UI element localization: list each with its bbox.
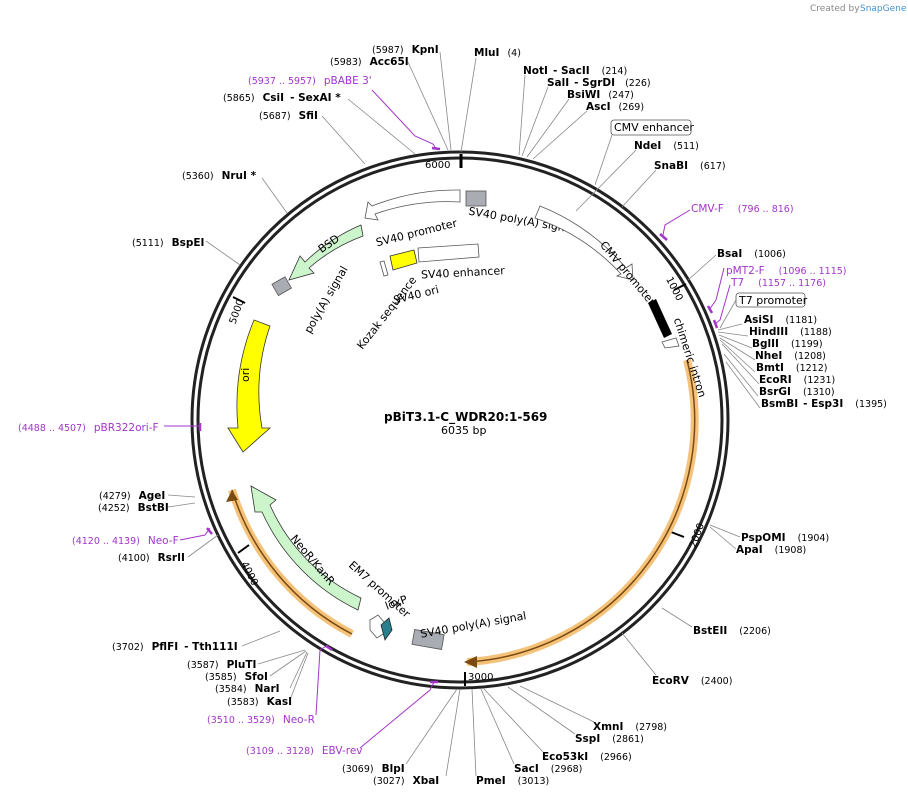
sv40-polya-bottom-label: SV40 poly(A) signal: [419, 609, 527, 640]
tick-label-6000: 6000: [425, 160, 450, 171]
sv40-enhancer-label: SV40 enhancer: [421, 264, 506, 281]
site-agei: (4279)AgeI: [99, 490, 165, 502]
backbone-outer: [190, 150, 730, 690]
site-bstbi: (4252)BstBI: [98, 502, 169, 514]
site-mlui: MluI(4): [474, 47, 521, 59]
site-bspei: (5111)BspEI: [132, 237, 204, 249]
primer-pbabe3: (5937 .. 5957)pBABE 3': [248, 75, 372, 87]
credit-brand: SnapGene: [860, 4, 907, 14]
site-ecori: EcoRI(1231): [759, 374, 835, 386]
site-bsmbi: BsmBI- Esp3I(1395): [761, 398, 887, 410]
plasmid-name: pBiT3.1-C_WDR20:1-569: [384, 410, 547, 425]
neo-arc: [231, 489, 353, 635]
kozak-feature: [379, 260, 389, 277]
bsd-feature: [288, 224, 364, 281]
plasmid-length: 6035 bp: [441, 424, 486, 437]
site-sspi: SspI(2861): [575, 733, 644, 745]
chimeric-intron-small: [661, 337, 680, 349]
credit-created-by: Created by: [810, 4, 860, 14]
sv40-promoter-label: SV40 promoter: [375, 216, 459, 249]
site-snabi: SnaBI(617): [654, 160, 726, 172]
site-hindiii: HindIII(1188): [749, 326, 832, 338]
site-saci: SacI(2968): [514, 763, 582, 775]
site-pluti: (3587)PluTI: [187, 659, 256, 671]
polya-feature: [271, 276, 292, 297]
site-nari: (3584)NarI: [215, 683, 280, 695]
primer-t7: T7(1157 .. 1176): [730, 277, 826, 289]
tick-marks: [232, 154, 687, 686]
site-ecorv: EcoRV(2400): [652, 675, 732, 687]
site-kasi: (3583)KasI: [227, 696, 292, 708]
site-xmni: XmnI(2798): [593, 721, 667, 733]
site-kpni: (5987)KpnI: [372, 44, 439, 56]
site-bmti: BmtI(1212): [756, 362, 827, 374]
loxp-feature: [380, 617, 393, 641]
neor-feature: [250, 485, 362, 611]
site-bsteii: BstEII(2206): [693, 625, 771, 637]
site-pflfi: (3702)PflFI- Tth111I: [112, 641, 238, 653]
site-leaders: [167, 51, 761, 777]
tick-label-2000: 2000: [688, 522, 707, 550]
cmv-enhancer-box: [610, 119, 692, 136]
site-bsiwi: BsiWI(247): [567, 89, 634, 101]
site-pspomi: PspOMI(1904): [741, 532, 829, 544]
site-eco53ki: Eco53kI(2966): [542, 751, 632, 763]
sv40-promoter-feature: [364, 189, 461, 221]
sv40-enhancer-feature: [417, 243, 480, 263]
site-noti: NotI- SacII(214): [523, 65, 627, 77]
chimeric-intron-feature: [648, 299, 672, 338]
site-csii: (5865)CsiI- SexAI *: [223, 92, 341, 104]
site-bsrgi: BsrGI(1310): [759, 386, 835, 398]
cmv-promoter-label: CMV promoter: [597, 239, 658, 308]
site-asisi: AsiSI(1181): [744, 314, 817, 326]
primer-pbr322ori-f: (4488 .. 4507)pBR322ori-F: [18, 422, 159, 434]
site-blpi: (3069)BlpI: [342, 763, 405, 775]
t7-promoter-label: T7 promoter: [738, 294, 808, 307]
cmv-enhancer-leader: [594, 134, 613, 186]
sv40-polya-bottom-feature: [411, 629, 445, 650]
sv40-ori-feature: [389, 249, 418, 271]
t7-promoter-leader: [719, 299, 737, 329]
kozak-label: Kozak sequence: [354, 274, 419, 352]
neo-arc-arrowhead: [226, 490, 238, 502]
primer-ebv-rev: (3109 .. 3128)EBV-rev: [246, 745, 363, 757]
site-nrui: (5360)NruI *: [182, 170, 257, 182]
site-apai: ApaI(1908): [736, 544, 806, 556]
insert-arc: [466, 359, 696, 663]
primer-cmv-f: CMV-F(796 .. 816): [691, 203, 794, 215]
site-acc65i: (5983)Acc65I: [330, 56, 409, 68]
tick-label-5000: 5000: [228, 298, 247, 326]
ori-feature: [227, 319, 272, 453]
sv40-polya-top-feature: [465, 190, 487, 207]
site-bglii: BglII(1199): [752, 338, 823, 350]
primer-neo-f: (4120 .. 4139)Neo-F: [72, 535, 179, 547]
insert-arrowhead: [464, 656, 477, 668]
primer-pmt2-f: pMT2-F(1096 .. 1115): [726, 265, 847, 277]
site-ndei: NdeI(511): [634, 140, 699, 152]
site-nhei: NheI(1208): [755, 350, 826, 362]
site-sfoi: (3585)SfoI: [205, 671, 268, 683]
site-pmei: PmeI(3013): [476, 775, 549, 787]
site-asci: AscI(269): [586, 101, 644, 113]
tick-label-3000: 3000: [468, 672, 493, 683]
primer-markers: [164, 89, 731, 749]
primer-neo-r: (3510 .. 3529)Neo-R: [207, 714, 315, 726]
cmv-promoter-feature: [534, 205, 634, 281]
site-bsai: BsaI(1006): [717, 248, 786, 260]
site-sfii: (5687)SfiI: [259, 110, 318, 122]
site-xbai: (3027)XbaI: [373, 775, 439, 787]
em7-promoter-label: EM7 promoter: [346, 559, 413, 621]
cmv-enhancer-label: CMV enhancer: [614, 121, 694, 134]
ori-label: ori: [239, 368, 252, 382]
site-rsrii: (4100)RsrII: [118, 552, 185, 564]
site-sali: SalI- SgrDI(226): [547, 77, 651, 89]
